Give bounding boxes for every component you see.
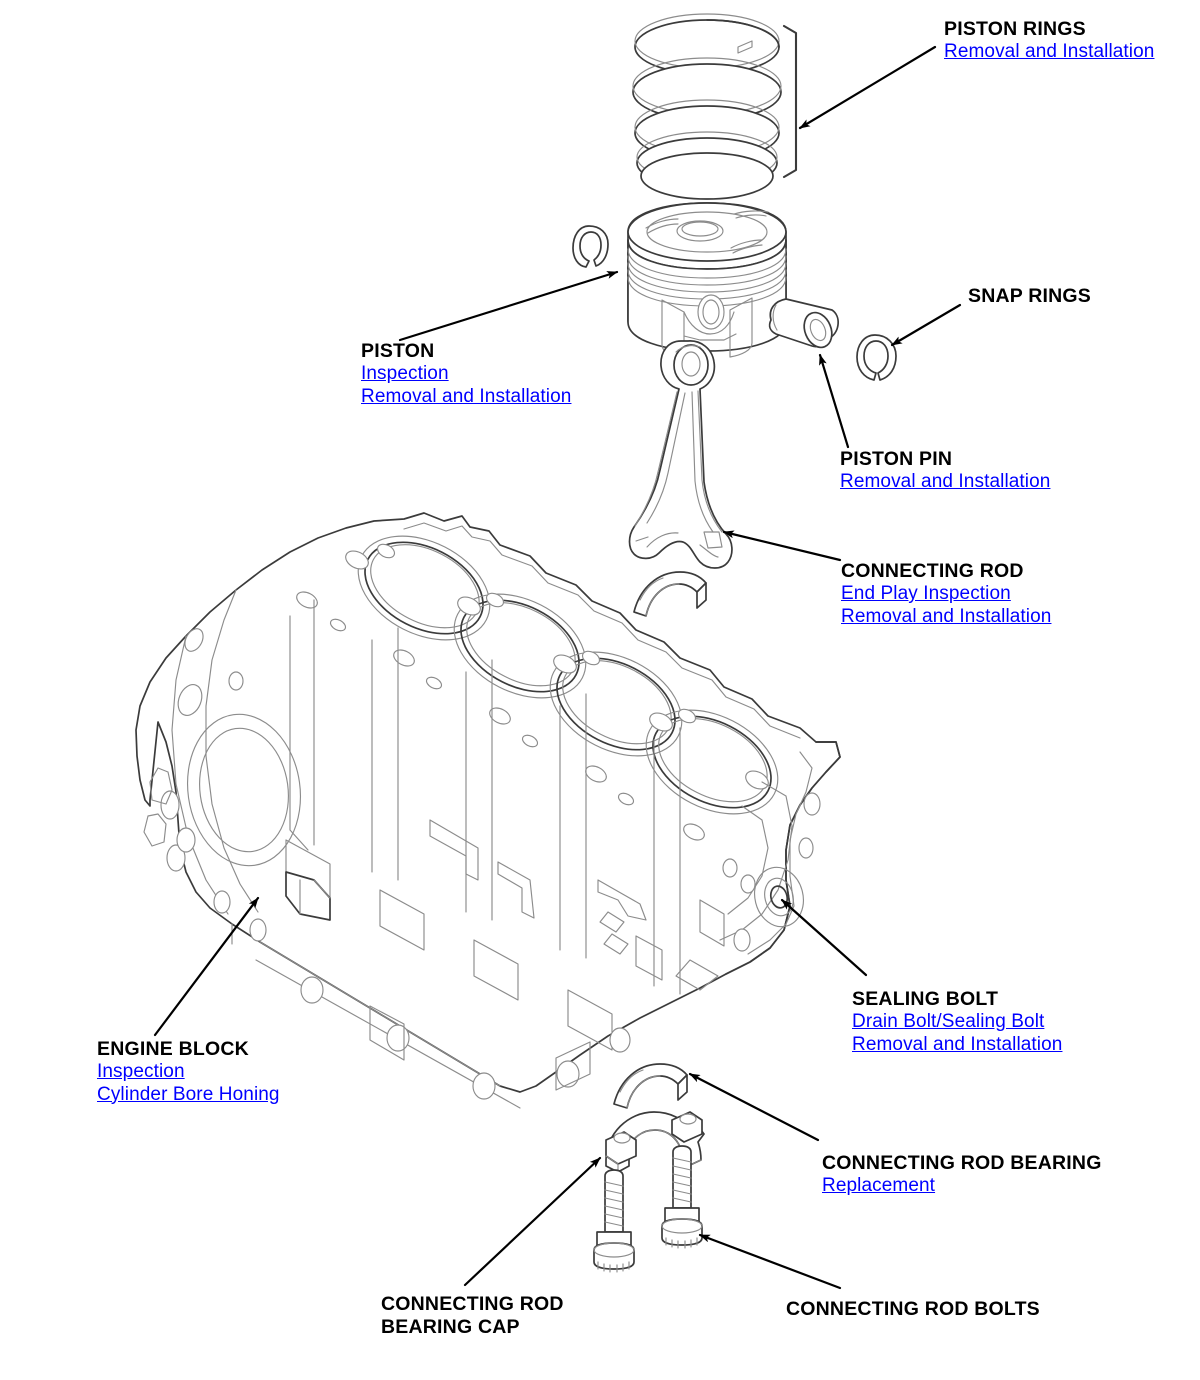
leader-bearing-cap: [463, 1156, 602, 1287]
link-connecting-rod-removal-and-installation[interactable]: Removal and Installation: [841, 605, 1052, 627]
link-sealing-bolt-drain-bolt[interactable]: Drain Bolt/Sealing Bolt: [852, 1011, 1045, 1032]
leader-piston: [398, 270, 619, 342]
callout-title-piston-pin: PISTON PIN: [840, 448, 953, 470]
connecting-rod-bearing-upper: [633, 571, 707, 617]
callout-engine-block: ENGINE BLOCK Inspection Cylinder Bore Ho…: [97, 1038, 280, 1106]
piston-part: [572, 202, 787, 359]
callout-title-snap-rings: SNAP RINGS: [968, 285, 1091, 307]
callout-snap-rings: SNAP RINGS: [968, 285, 1091, 308]
link-sealing-bolt-removal-and-installation[interactable]: Removal and Installation: [852, 1033, 1063, 1055]
leader-conrod-bearing: [688, 1072, 820, 1142]
connecting-rod-bearing-lower: [613, 1063, 688, 1109]
callout-connecting-rod-bearing-cap: CONNECTING ROD BEARING CAP: [381, 1293, 564, 1339]
leader-piston-rings: [798, 45, 937, 130]
link-piston-removal-and-installation[interactable]: Removal and Installation: [361, 385, 572, 407]
callout-title-engine-block: ENGINE BLOCK: [97, 1038, 249, 1060]
callout-title-connecting-rod-bearing: CONNECTING ROD BEARING: [822, 1152, 1102, 1174]
engine-block-part: [135, 512, 841, 1109]
callout-sealing-bolt: SEALING BOLT Drain Bolt/Sealing Bolt Rem…: [852, 988, 1062, 1056]
callout-piston-pin: PISTON PIN Removal and Installation: [840, 448, 1050, 494]
link-connecting-rod-end-play-inspection[interactable]: End Play Inspection: [841, 583, 1011, 604]
link-engine-block-inspection[interactable]: Inspection: [97, 1061, 185, 1082]
leader-connecting-rod: [722, 530, 842, 562]
leader-lines: [153, 45, 962, 1290]
leader-piston-pin: [818, 353, 850, 449]
piston-rings-part: [632, 13, 798, 200]
link-connecting-rod-bearing-replacement[interactable]: Replacement: [822, 1175, 936, 1196]
leader-engine-block: [153, 896, 260, 1037]
callout-title-piston: PISTON: [361, 340, 435, 362]
callout-title-piston-rings: PISTON RINGS: [944, 18, 1086, 40]
snap-ring-left: [572, 225, 609, 268]
callout-piston: PISTON Inspection Removal and Installati…: [361, 340, 571, 408]
callout-piston-rings: PISTON RINGS Removal and Installation: [944, 18, 1154, 64]
link-piston-rings-removal-and-installation[interactable]: Removal and Installation: [944, 41, 1155, 62]
connecting-rod-part: [628, 340, 733, 569]
callout-title-bearing-cap-line-2: BEARING CAP: [381, 1316, 520, 1338]
link-engine-block-cylinder-bore-honing[interactable]: Cylinder Bore Honing: [97, 1083, 280, 1105]
callout-title-connecting-rod-bolts: CONNECTING ROD BOLTS: [786, 1298, 1040, 1320]
callout-connecting-rod-bolts: CONNECTING ROD BOLTS: [786, 1298, 1040, 1321]
piston-pin-part: [768, 298, 839, 349]
callout-title-sealing-bolt: SEALING BOLT: [852, 988, 999, 1010]
leader-conrod-bolts: [698, 1233, 842, 1290]
callout-title-connecting-rod: CONNECTING ROD: [841, 560, 1024, 582]
callout-connecting-rod: CONNECTING ROD End Play Inspection Remov…: [841, 560, 1051, 628]
leader-sealing-bolt: [780, 898, 868, 977]
link-piston-inspection[interactable]: Inspection: [361, 363, 449, 384]
connecting-rod-bolt-left: [593, 1169, 635, 1273]
callout-title-bearing-cap-line-1: CONNECTING ROD: [381, 1293, 564, 1315]
connecting-rod-bolt-right: [661, 1145, 703, 1249]
snap-ring-right: [856, 334, 897, 381]
connecting-rod-bearing-cap-part: [605, 1111, 705, 1173]
link-piston-pin-removal-and-installation[interactable]: Removal and Installation: [840, 471, 1051, 492]
callout-connecting-rod-bearing: CONNECTING ROD BEARING Replacement: [822, 1152, 1102, 1198]
leader-snap-rings: [890, 303, 962, 347]
